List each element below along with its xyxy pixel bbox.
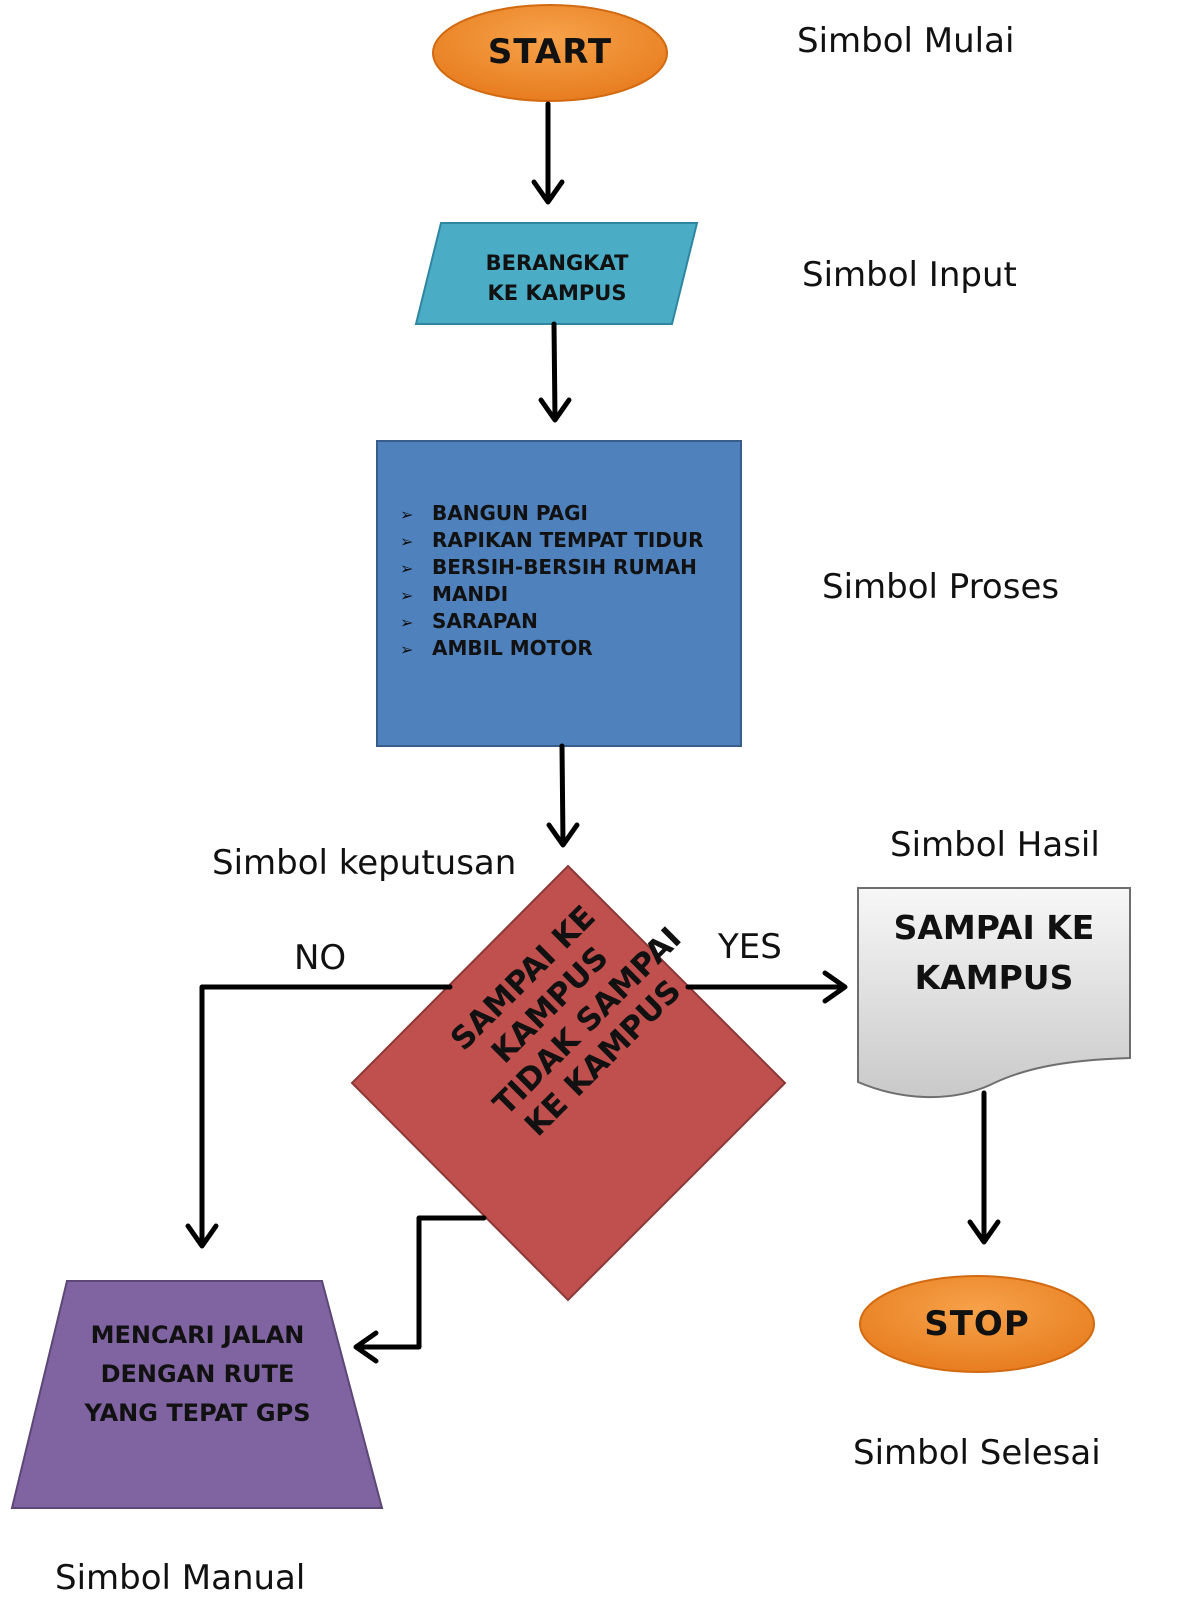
process-item: ➢RAPIKAN TEMPAT TIDUR [400,527,704,554]
start-terminal-shape [432,4,668,102]
caption-start: Simbol Mulai [797,21,1015,61]
arrow-bullet-icon: ➢ [400,532,414,551]
caption-manual: Simbol Manual [55,1558,306,1598]
input-label-line-1: BERANGKAT [485,251,629,275]
process-item: ➢BANGUN PAGI [400,500,704,527]
arrow-bullet-icon: ➢ [400,505,414,524]
edge-label-yes: YES [718,927,782,967]
output-label-line-1: SAMPAI KE [893,908,1095,947]
manual-label-line-3: YANG TEPAT GPS [84,1399,311,1427]
stop-label: STOP [924,1304,1030,1344]
input-label: BERANGKAT KE KAMPUS [440,248,674,308]
caption-stop: Simbol Selesai [853,1433,1101,1473]
arrow-bullet-icon: ➢ [400,640,414,659]
arrow-output-to-stop [967,1090,1001,1245]
decision-diamond-shape [350,864,787,1302]
arrow-bullet-icon: ➢ [400,586,414,605]
manual-operation-shape [10,1280,384,1509]
output-label: SAMPAI KE KAMPUS [858,903,1130,1003]
input-label-line-2: KE KAMPUS [487,281,627,305]
manual-label-line-1: MENCARI JALAN [90,1321,305,1349]
arrow-no-to-manual [185,984,453,1249]
caption-output: Simbol Hasil [890,825,1100,865]
manual-label-line-2: DENGAN RUTE [100,1360,295,1388]
arrow-input-to-process [538,321,572,423]
arrow-yes-to-output [685,970,848,1004]
caption-process: Simbol Proses [822,567,1060,607]
arrow-process-to-decision [546,743,580,848]
manual-label: MENCARI JALAN DENGAN RUTE YANG TEPAT GPS [40,1316,355,1433]
process-rectangle-shape [376,440,742,747]
arrow-bullet-icon: ➢ [400,559,414,578]
stop-terminal-shape [859,1275,1095,1373]
process-item-list: ➢BANGUN PAGI ➢RAPIKAN TEMPAT TIDUR ➢BERS… [400,500,704,662]
caption-input: Simbol Input [802,255,1017,295]
arrow-decision-to-manual [353,1215,487,1364]
input-parallelogram-shape [414,222,699,325]
arrow-bullet-icon: ➢ [400,613,414,632]
process-item: ➢BERSIH-BERSIH RUMAH [400,554,704,581]
edge-label-no: NO [294,938,347,978]
process-item: ➢MANDI [400,581,704,608]
arrow-start-to-input [531,101,565,205]
output-label-line-2: KAMPUS [914,958,1074,997]
start-label: START [487,32,613,72]
process-item: ➢AMBIL MOTOR [400,635,704,662]
process-item: ➢SARAPAN [400,608,704,635]
output-document-shape [857,887,1131,1098]
caption-decision: Simbol keputusan [212,843,517,883]
